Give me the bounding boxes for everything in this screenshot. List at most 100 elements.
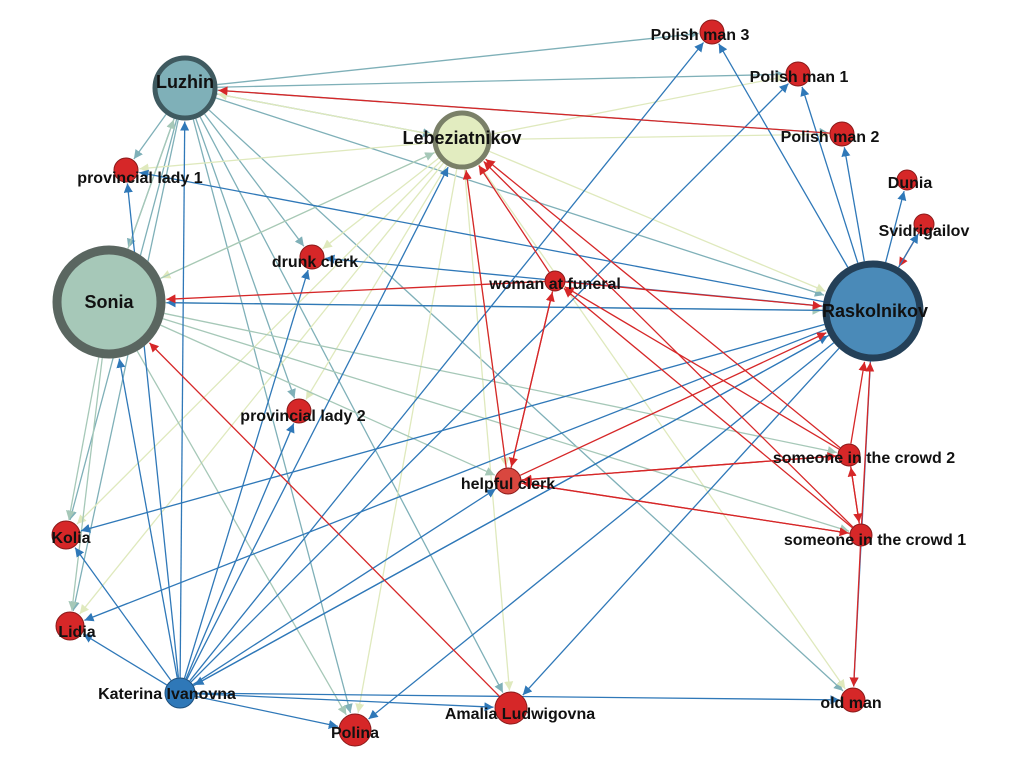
edge-raskolnikov-to-sonia — [166, 298, 823, 312]
node-woman[interactable] — [544, 270, 566, 292]
node-helpful[interactable] — [494, 467, 522, 495]
edge-katerina-to-polish3 — [189, 42, 705, 682]
node-polish1[interactable] — [785, 61, 811, 87]
edge-crowd1-to-woman — [563, 287, 853, 529]
edge-lebeziatnikov-to-polina — [355, 168, 458, 713]
edge-lebeziatnikov-to-raskolnikov — [488, 150, 826, 292]
edge-sonia-to-helpful — [160, 324, 496, 476]
node-polina[interactable] — [338, 713, 372, 747]
node-label-drunkclerk: drunk clerk — [272, 254, 358, 271]
edge-sonia-to-crowd2 — [164, 312, 837, 456]
node-label-woman: woman at funeral — [488, 276, 621, 293]
edge-crowd1-to-oldman — [849, 546, 862, 687]
node-oldman[interactable] — [840, 687, 866, 713]
node-label-luzhin: Luzhin — [156, 72, 214, 92]
edge-lebeziatnikov-to-polish2 — [491, 129, 829, 141]
node-lebeziatnikov[interactable] — [432, 110, 492, 170]
edge-katerina-to-helpful — [192, 488, 497, 686]
node-svidrigailov[interactable] — [913, 213, 935, 235]
edge-raskolnikov-to-svidrigailov — [897, 233, 919, 268]
edge-raskolnikov-to-provlady1 — [139, 169, 824, 303]
edge-katerina-to-lebeziatnikov — [186, 166, 449, 680]
node-label-provlady2: provincial lady 2 — [240, 408, 365, 425]
node-label-crowd2: someone in the crowd 2 — [773, 450, 955, 467]
node-label-katerina: Katerina Ivanovna — [98, 686, 236, 703]
node-label-lebeziatnikov: Lebeziatnikov — [402, 128, 521, 148]
edge-luzhin-to-amalia — [199, 116, 504, 693]
edge-polish2-to-luzhin — [218, 86, 830, 134]
node-label-dunia: Dunia — [888, 175, 933, 192]
edge-raskolnikov-to-dunia — [885, 190, 907, 263]
node-amalia[interactable] — [494, 691, 528, 725]
node-crowd2[interactable] — [837, 443, 861, 467]
edge-helpful-to-woman — [510, 292, 555, 469]
edge-luzhin-to-drunkclerk — [204, 113, 305, 247]
edge-crowd2-to-woman — [564, 286, 840, 450]
edge-sonia-to-lebeziatnikov — [160, 152, 435, 280]
node-crowd1[interactable] — [849, 523, 873, 547]
edge-lebeziatnikov-to-provlady1 — [139, 141, 433, 173]
edge-woman-to-lebeziatnikov — [478, 165, 550, 273]
edge-katerina-to-amalia — [195, 693, 494, 712]
edge-lebeziatnikov-to-kolia — [76, 160, 442, 525]
edge-lebeziatnikov-to-lidia — [79, 162, 444, 615]
node-drunkclerk[interactable] — [299, 244, 325, 270]
node-label-polish3: Polish man 3 — [651, 27, 750, 44]
edge-raskolnikov-to-polish1 — [800, 86, 859, 264]
edge-sonia-to-kolia — [65, 357, 100, 520]
edge-raskolnikov-to-polina — [368, 342, 835, 720]
edge-raskolnikov-to-kolia — [80, 323, 825, 533]
edge-lebeziatnikov-to-provlady2 — [305, 164, 448, 400]
node-label-crowd1: someone in the crowd 1 — [784, 532, 966, 549]
edge-katerina-to-polish1 — [190, 83, 789, 683]
node-label-kolia: Kolia — [51, 530, 90, 547]
edge-crowd2-to-raskolnikov — [850, 361, 868, 444]
edge-katerina-to-polina — [195, 695, 339, 729]
edge-lebeziatnikov-to-luzhin — [217, 91, 434, 136]
edge-woman-to-sonia — [166, 280, 545, 304]
edge-katerina-to-drunkclerk — [183, 269, 310, 679]
node-lidia[interactable] — [55, 611, 85, 641]
edge-crowd1-to-lebeziatnikov — [483, 160, 854, 528]
node-provlady1[interactable] — [113, 157, 139, 183]
edge-katerina-to-luzhin — [179, 121, 190, 678]
edge-raskolnikov-to-polish2 — [841, 147, 865, 262]
edge-luzhin-to-provlady1 — [133, 114, 167, 160]
edge-katerina-to-kolia — [74, 547, 172, 681]
node-kolia[interactable] — [51, 520, 81, 550]
edge-crowd1-to-helpful — [522, 480, 850, 534]
edge-sonia-to-crowd1 — [162, 318, 850, 533]
edge-katerina-to-lidia — [82, 633, 168, 686]
node-luzhin[interactable] — [152, 55, 218, 121]
node-sonia[interactable] — [52, 245, 166, 359]
node-label-amalia: Amalia Ludwigovna — [445, 706, 595, 723]
edge-raskolnikov-to-polish3 — [718, 43, 849, 268]
edge-crowd1-to-crowd2 — [847, 467, 860, 524]
node-raskolnikov[interactable] — [822, 260, 924, 362]
edge-crowd2-to-lebeziatnikov — [485, 158, 841, 449]
node-label-oldman: old man — [820, 695, 881, 712]
edge-luzhin-to-polish1 — [217, 69, 785, 88]
edge-raskolnikov-to-amalia — [522, 347, 840, 696]
edge-sonia-to-luzhin — [127, 119, 176, 249]
edge-sonia-to-lidia — [68, 358, 103, 611]
node-label-polish2: Polish man 2 — [781, 129, 880, 146]
node-label-sonia: Sonia — [84, 292, 134, 312]
edge-amalia-to-sonia — [148, 342, 500, 697]
node-label-provlady1: provincial lady 1 — [77, 170, 202, 187]
edge-helpful-to-raskolnikov — [519, 332, 827, 476]
node-label-polina: Polina — [331, 725, 379, 742]
node-provlady2[interactable] — [286, 398, 312, 424]
node-label-polish1: Polish man 1 — [750, 69, 849, 86]
node-dunia[interactable] — [896, 169, 918, 191]
node-polish3[interactable] — [699, 19, 725, 45]
edge-katerina-to-sonia — [116, 358, 178, 678]
node-label-helpful: helpful clerk — [461, 476, 555, 493]
node-katerina[interactable] — [164, 677, 196, 709]
node-label-lidia: Lidia — [58, 624, 95, 641]
edge-helpful-to-lebeziatnikov — [462, 170, 507, 468]
node-polish2[interactable] — [829, 121, 855, 147]
